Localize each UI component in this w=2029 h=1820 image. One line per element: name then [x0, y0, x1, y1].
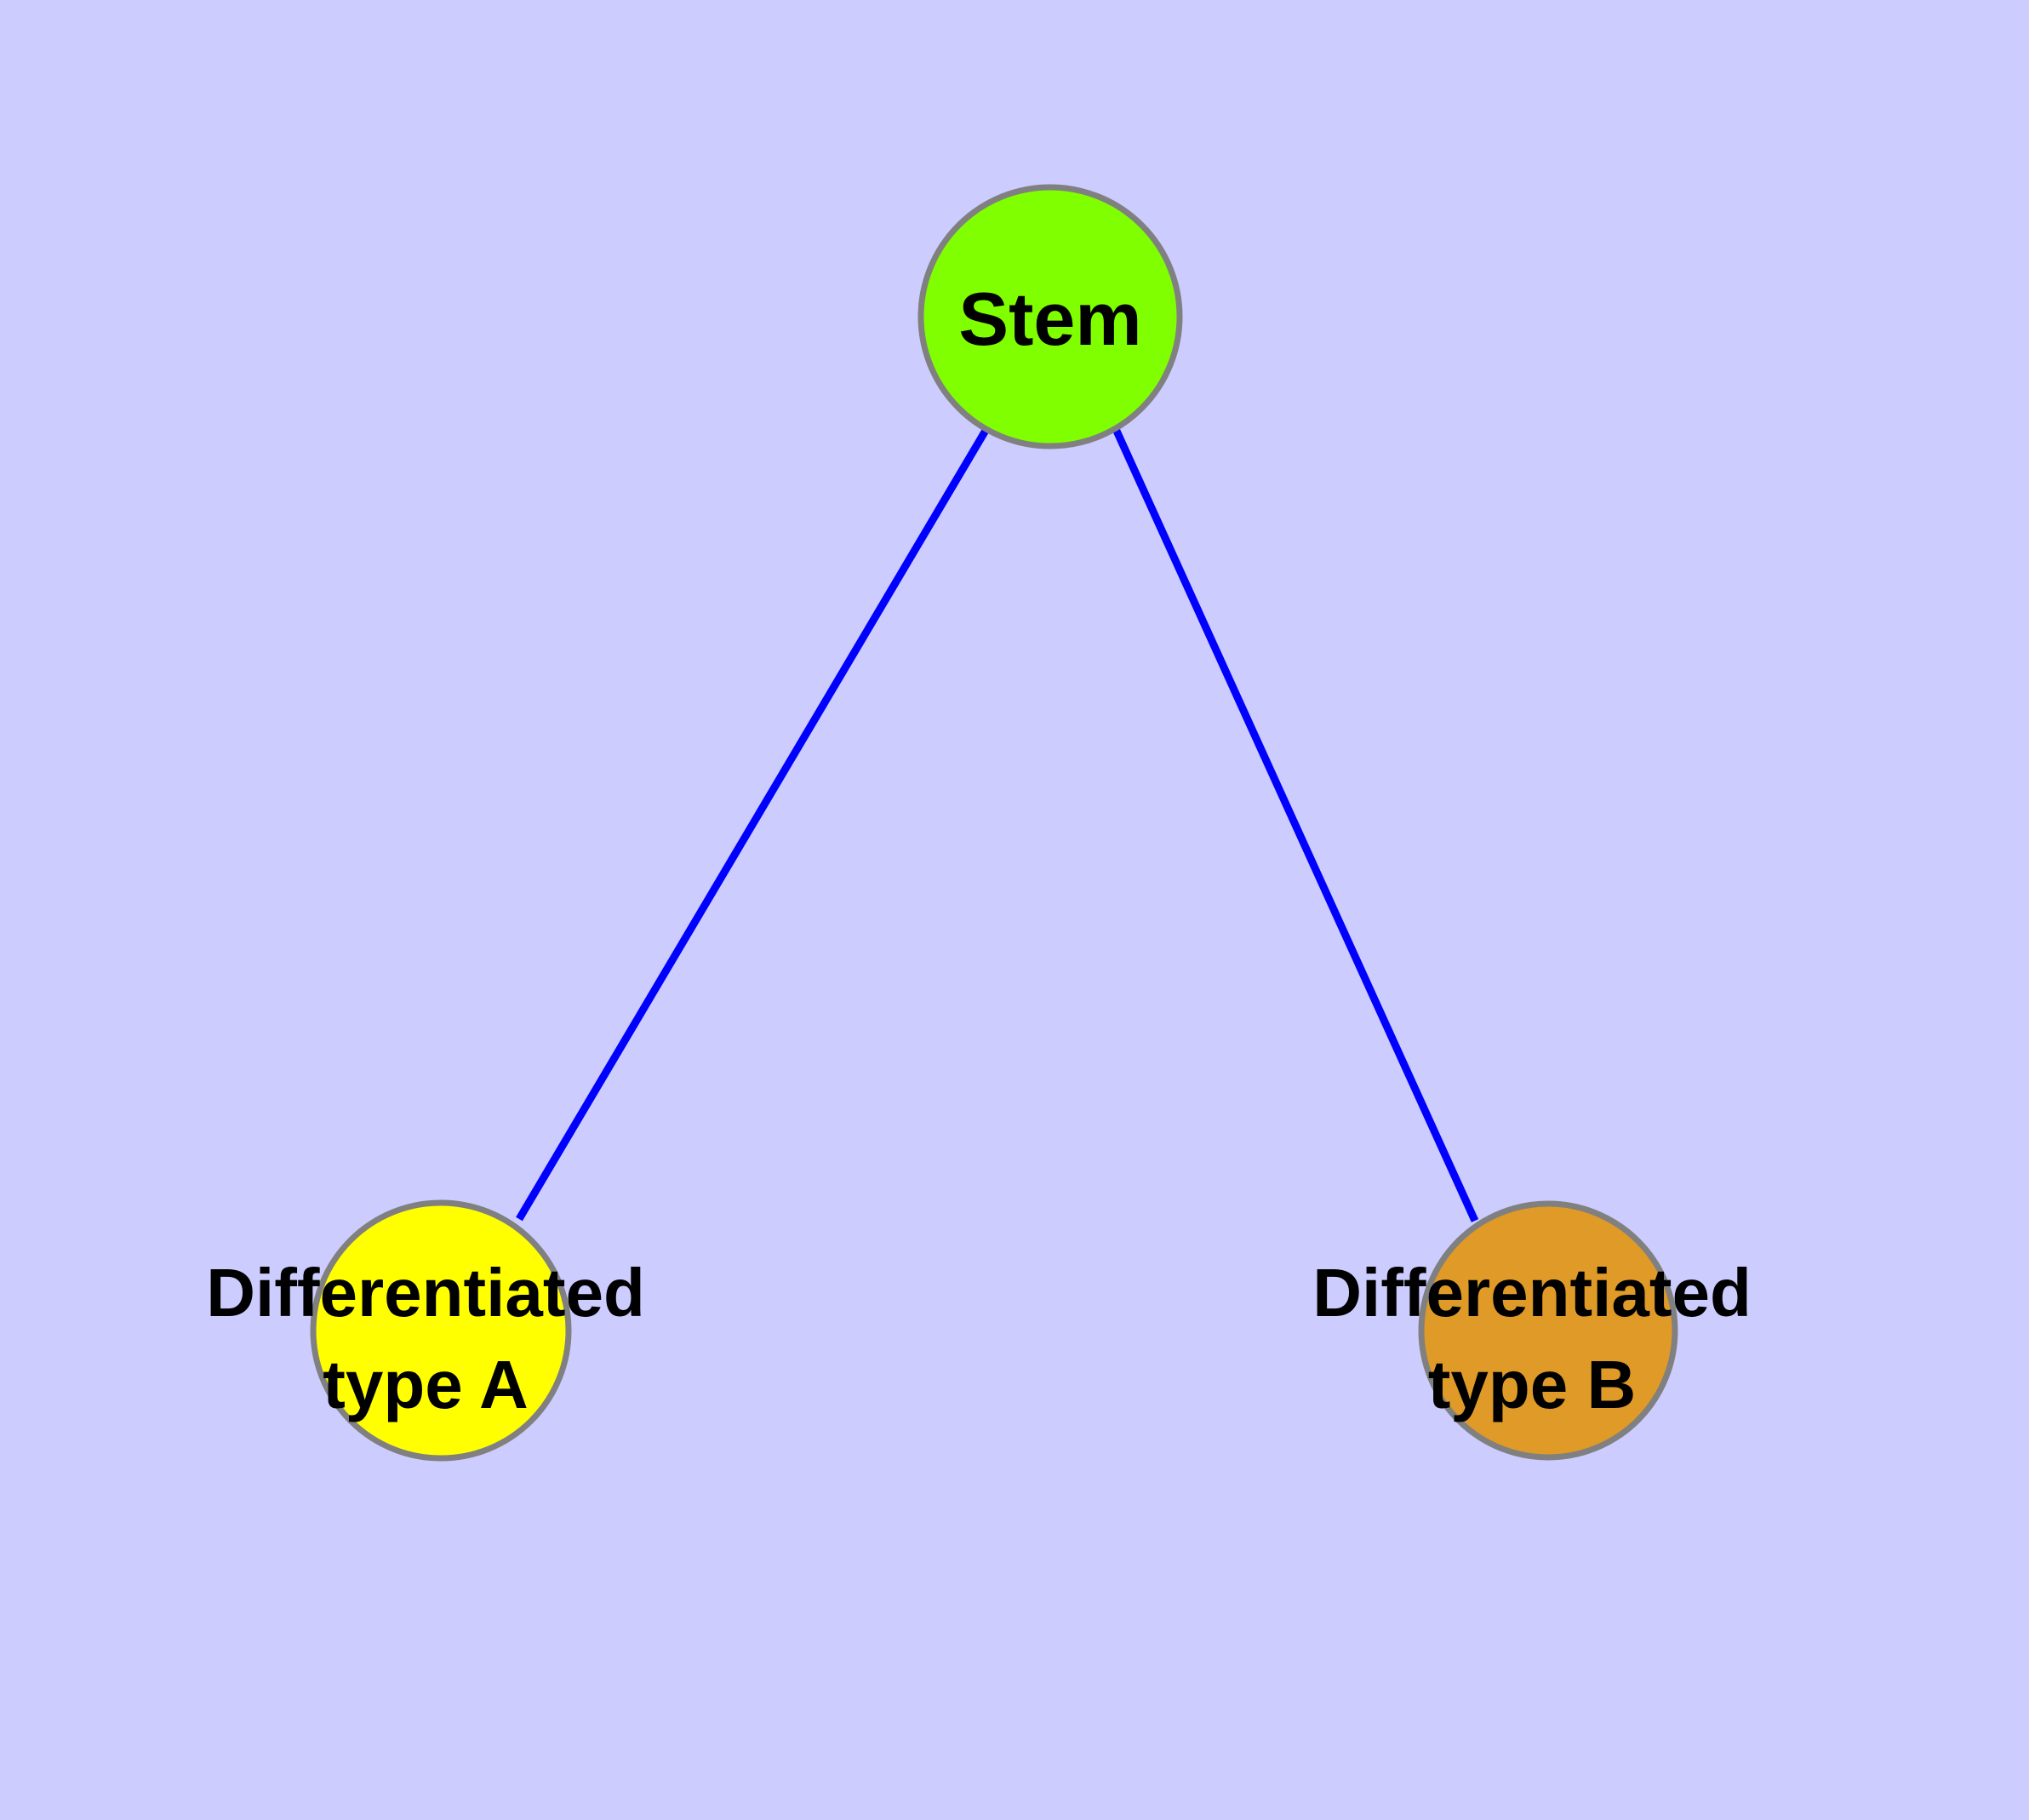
label-layer: Stem Differentiated type A Differentiate…	[206, 277, 1752, 1422]
node-layer	[310, 184, 1678, 1462]
node-stem-circle[interactable]	[917, 184, 1183, 449]
node-differentiated-type-b[interactable]	[1418, 1200, 1678, 1461]
node-stem[interactable]	[917, 184, 1183, 449]
node-differentiated-type-a-label: Differentiated type A	[206, 1255, 645, 1422]
node-differentiated-type-b-circle[interactable]	[1418, 1200, 1678, 1461]
node-stem-label: Stem	[958, 277, 1141, 361]
node-differentiated-type-a-circle[interactable]	[310, 1199, 572, 1462]
node-differentiated-type-b-label: Differentiated type B	[1312, 1255, 1752, 1422]
edge-layer	[516, 426, 1479, 1222]
node-differentiated-type-a-label-line1: Differentiated	[206, 1255, 645, 1331]
node-differentiated-type-b-label-line2: type B	[1428, 1347, 1637, 1422]
edge-stem-to-differentiated-type-b[interactable]	[1112, 427, 1479, 1222]
node-differentiated-type-a[interactable]	[310, 1199, 572, 1462]
node-differentiated-type-a-label-line2: type A	[323, 1347, 529, 1422]
edge-stem-to-differentiated-type-a[interactable]	[516, 426, 990, 1222]
node-differentiated-type-b-label-line1: Differentiated	[1312, 1255, 1752, 1331]
